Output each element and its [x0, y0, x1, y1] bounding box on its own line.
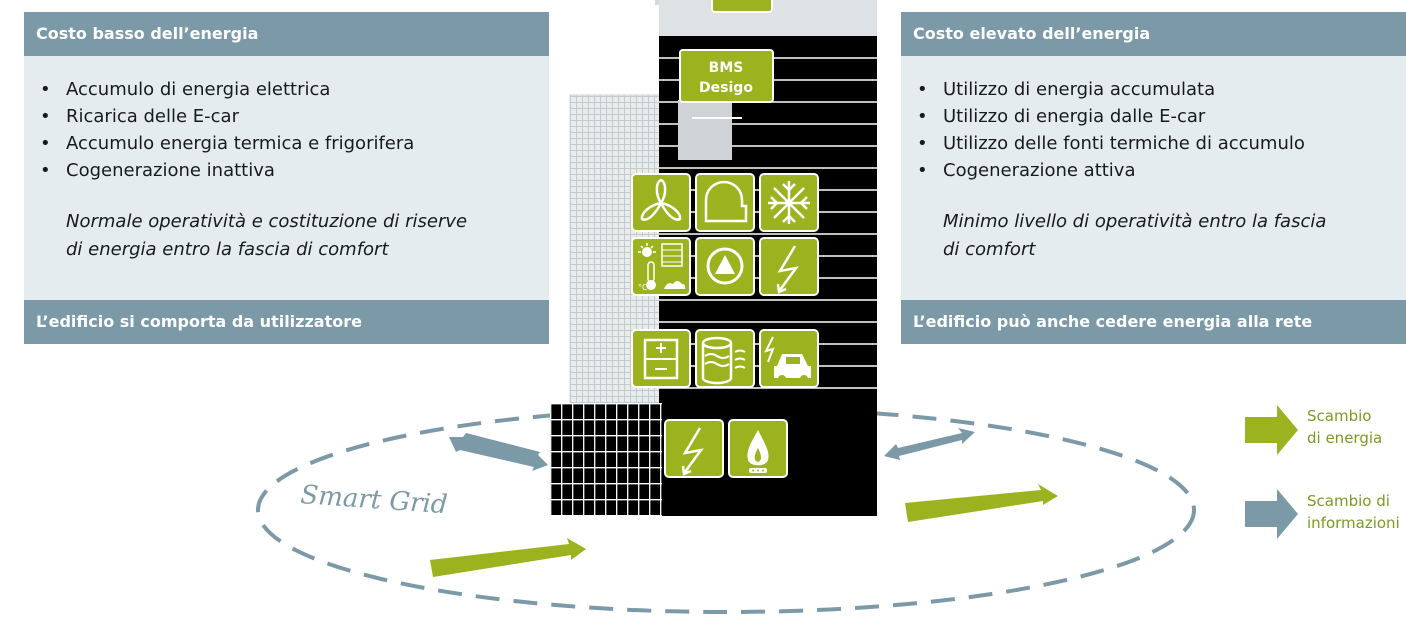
high-energy-cost-title: Costo elevato dell’energia	[901, 12, 1406, 56]
smart-grid-label: Smart Grid	[300, 480, 449, 520]
info-exchange-arrow-left	[449, 433, 548, 471]
low-energy-cost-title: Costo basso dell’energia	[24, 12, 549, 56]
legend-info-arrow	[1245, 489, 1298, 539]
low-cost-actions-list: Accumulo di energia elettrica Ricarica d…	[24, 56, 549, 184]
low-cost-footer: L’edificio si comporta da utilizzatore	[24, 300, 549, 344]
energy-exchange-arrow-right	[905, 484, 1058, 522]
legend-energy-line1: Scambio	[1307, 407, 1372, 425]
list-item: Utilizzo di energia accumulata	[917, 76, 1406, 103]
electricity-icon	[759, 237, 819, 296]
weather-sensors-icon: °C	[631, 237, 691, 296]
bms-label: BMS	[709, 60, 744, 76]
low-cost-note-line2: di energia entro la fascia di comfort	[66, 239, 389, 260]
info-exchange-arrow-right	[884, 428, 975, 460]
flame-icon	[728, 419, 788, 478]
high-energy-cost-panel: Costo elevato dell’energia Utilizzo di e…	[901, 12, 1406, 344]
list-item: Utilizzo delle fonti termiche di accumul…	[917, 130, 1406, 157]
high-cost-note: Minimo livello di operatività entro la f…	[901, 208, 1406, 264]
legend-energy-line2: di energia	[1307, 429, 1383, 447]
legend-energy-label: Scambio di energia	[1307, 405, 1382, 449]
high-cost-footer: L’edificio può anche cedere energia alla…	[901, 300, 1406, 344]
bms-desigo-box: BMS Desigo	[679, 49, 774, 103]
heating-icon	[695, 173, 755, 232]
snowflake-icon	[759, 173, 819, 232]
grid-power-icon	[664, 419, 724, 478]
list-item: Utilizzo di energia dalle E-car	[917, 103, 1406, 130]
legend-info-label: Scambio di informazioni	[1307, 490, 1406, 534]
low-energy-cost-panel: Costo basso dell’energia Accumulo di ene…	[24, 12, 549, 344]
list-item: Ricarica delle E-car	[40, 103, 549, 130]
high-cost-actions-list: Utilizzo di energia accumulata Utilizzo …	[901, 56, 1406, 184]
low-cost-note-line1: Normale operatività e costituzione di ri…	[66, 211, 468, 232]
legend-energy-arrow	[1245, 405, 1298, 455]
legend-info-line2: informazioni	[1307, 514, 1400, 532]
desigo-label: Desigo	[699, 80, 753, 96]
list-item: Cogenerazione inattiva	[40, 157, 549, 184]
pump-icon	[695, 237, 755, 296]
fan-icon	[631, 173, 691, 232]
low-cost-note: Normale operatività e costituzione di ri…	[24, 208, 549, 264]
thermal-storage-icon	[695, 329, 755, 388]
legend-info-line1: Scambio di	[1307, 492, 1390, 510]
svg-text:°C: °C	[638, 283, 648, 292]
list-item: Accumulo energia termica e frigorifera	[40, 130, 549, 157]
electric-car-icon	[759, 329, 819, 388]
list-item: Accumulo di energia elettrica	[40, 76, 549, 103]
high-cost-note-line2: di comfort	[943, 239, 1036, 260]
battery-icon	[631, 329, 691, 388]
list-item: Cogenerazione attiva	[917, 157, 1406, 184]
high-cost-note-line1: Minimo livello di operatività entro la f…	[943, 211, 1327, 232]
energy-exchange-arrow-left	[430, 538, 586, 577]
